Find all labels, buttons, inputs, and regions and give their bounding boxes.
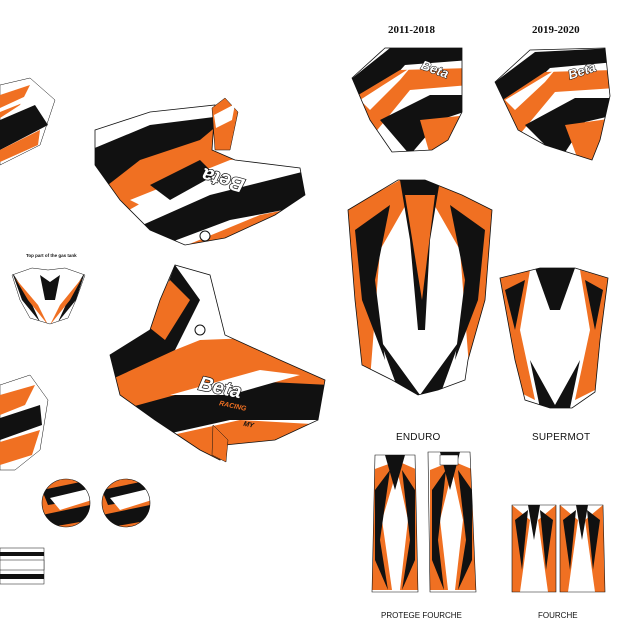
gas-tank-decal: [11, 267, 86, 325]
round-decal-left: [41, 478, 91, 528]
number-plate-2011-2018: Beta: [351, 47, 463, 153]
side-panel-edge-bottom: [0, 374, 49, 471]
side-panel-edge-top: [0, 77, 56, 166]
label-protege-fourche: PROTEGE FOURCHE: [381, 611, 462, 620]
label-fourche: FOURCHE: [538, 611, 578, 620]
label-gas-tank: Top part of the gas tank: [26, 253, 77, 258]
shroud-bottom-sponsor: MY: [243, 421, 256, 430]
fork-guard-left: [371, 454, 419, 593]
fork-decal-left: [511, 504, 557, 593]
side-tab-top: [211, 97, 239, 151]
side-shroud-top: Beta: [94, 104, 306, 246]
round-decal-right: [101, 478, 151, 528]
number-plate-2019-2020: Beta: [494, 47, 611, 161]
front-fender-supermot: [499, 267, 609, 409]
front-fender-enduro: [347, 179, 493, 396]
fork-guard-right: [427, 451, 477, 593]
label-enduro: ENDURO: [396, 432, 441, 443]
swingarm-strip: [0, 547, 45, 585]
label-2011-2018: 2011-2018: [388, 24, 436, 36]
side-tab-bottom: [211, 424, 229, 463]
fork-decal-right: [559, 504, 606, 593]
label-supermot: SUPERMOT: [532, 432, 591, 443]
label-2019-2020: 2019-2020: [532, 24, 580, 36]
